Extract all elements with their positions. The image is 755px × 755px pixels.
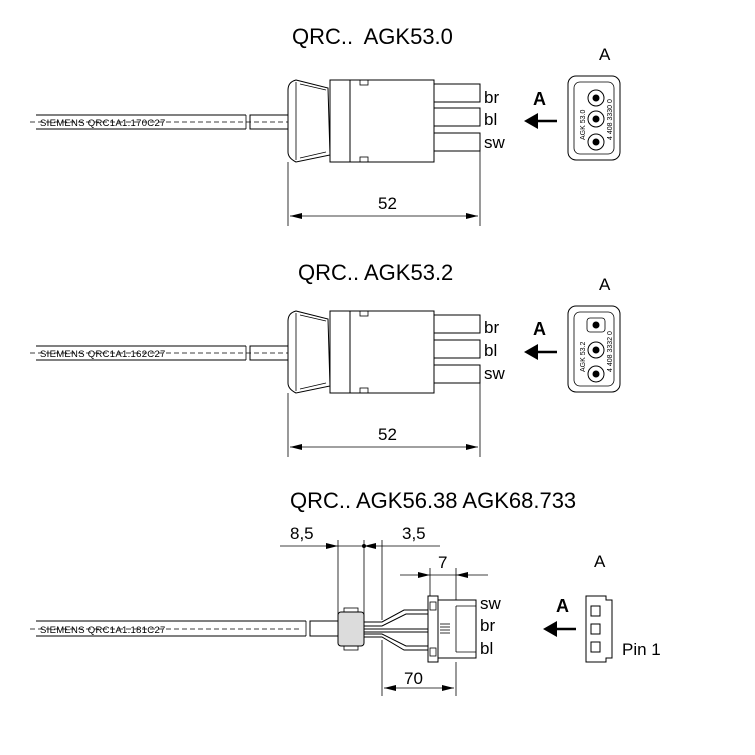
view-label-3: A — [594, 552, 606, 571]
section-1-title: QRC.. AGK53.0 — [292, 24, 453, 49]
dimension-label-70: 70 — [404, 669, 423, 688]
cable-3-wires — [364, 609, 428, 651]
cable-1-print: SIEMENS QRC1A1.170C27 — [40, 118, 166, 129]
connector-1-body — [287, 79, 435, 163]
cable-3: SIEMENS QRC1A1.181C27 — [30, 620, 339, 637]
left-arrow-icon — [524, 344, 557, 360]
cable-3-sleeve — [337, 607, 365, 651]
dimension-7 — [400, 568, 488, 600]
section-agk56-agk68: QRC.. AGK56.38 AGK68.733 8,5 3,5 7 — [30, 488, 661, 696]
section-agk53-2: QRC.. AGK53.2 SIEMENS QRC1A1.162C27 br b — [30, 260, 621, 457]
wire-label-br-3: br — [480, 616, 495, 635]
left-arrow-icon — [543, 621, 576, 637]
connector-2-end-view: AGK 53.2 4 408 3332 0 — [567, 305, 621, 393]
view-arrow-letter-1: A — [533, 89, 546, 109]
connector-1-pins — [433, 83, 481, 152]
wire-label-sw-3: sw — [480, 594, 502, 613]
dimension-label-7: 7 — [438, 553, 447, 572]
connector-2-marking-2: 4 408 3332 0 — [607, 331, 614, 372]
dimension-52-2 — [287, 383, 481, 457]
connector-2-marking-1: AGK 53.2 — [580, 342, 587, 372]
connector-1-marking-2: 4 408 3330 0 — [607, 99, 614, 140]
wire-label-sw-2: sw — [484, 364, 506, 383]
connector-1-end-view: AGK 53.0 4 408 3330 0 — [567, 75, 621, 161]
cable-3-print: SIEMENS QRC1A1.181C27 — [40, 625, 166, 636]
wire-label-br-2: br — [484, 318, 499, 337]
view-arrow-letter-3: A — [556, 596, 569, 616]
connector-2-body — [287, 310, 435, 394]
dimension-label-8-5: 8,5 — [290, 524, 314, 543]
connector-3-end-view — [585, 595, 613, 663]
left-arrow-icon — [524, 113, 557, 129]
section-2-title: QRC.. AGK53.2 — [298, 260, 453, 285]
dimension-70 — [381, 640, 457, 696]
section-agk53-0: QRC.. AGK53.0 SIEMENS QRC1A1.170C27 — [30, 24, 621, 226]
wire-label-br-1: br — [484, 88, 499, 107]
pin-1-label: Pin 1 — [622, 640, 661, 659]
wire-label-bl-1: bl — [484, 110, 497, 129]
view-label-2: A — [599, 275, 611, 294]
view-arrow-letter-2: A — [533, 319, 546, 339]
dimension-52-1 — [287, 151, 481, 226]
connector-3-body — [427, 595, 477, 663]
connector-2-pins — [433, 314, 481, 384]
dimension-label-2: 52 — [378, 425, 397, 444]
section-3-title: QRC.. AGK56.38 AGK68.733 — [290, 488, 576, 513]
wire-label-bl-3: bl — [480, 639, 493, 658]
cable-2-print: SIEMENS QRC1A1.162C27 — [40, 349, 166, 360]
wire-label-sw-1: sw — [484, 133, 506, 152]
connector-1-marking-1: AGK 53.0 — [580, 110, 587, 140]
wire-label-bl-2: bl — [484, 341, 497, 360]
dimension-label-1: 52 — [378, 194, 397, 213]
dimension-label-3-5: 3,5 — [402, 524, 426, 543]
dimension-top-3 — [280, 540, 440, 620]
view-label-1: A — [599, 45, 611, 64]
